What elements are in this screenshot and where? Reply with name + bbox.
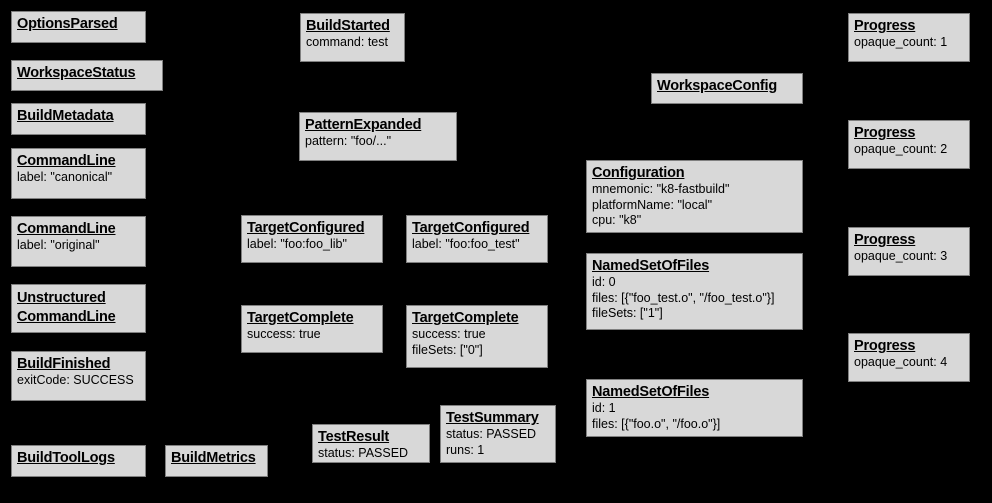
node-title: BuildStarted xyxy=(306,18,390,34)
node-fields: success: true xyxy=(247,327,377,343)
node-fields: status: PASSED xyxy=(318,446,424,462)
node-workspace-status[interactable]: WorkspaceStatus xyxy=(11,60,163,91)
node-field: fileSets: ["1"] xyxy=(592,306,663,320)
node-fields: label: "foo:foo_lib" xyxy=(247,237,377,253)
node-title: TargetConfigured xyxy=(412,220,530,236)
node-field: id: 0 xyxy=(592,275,616,289)
node-title: TargetConfigured xyxy=(247,220,365,236)
node-title: Progress xyxy=(854,232,916,248)
node-field: fileSets: ["0"] xyxy=(412,342,483,357)
node-fields: mnemonic: "k8-fastbuild"platformName: "l… xyxy=(592,182,797,229)
node-field: runs: 1 xyxy=(446,442,485,457)
node-build-metrics[interactable]: BuildMetrics xyxy=(165,445,268,477)
node-fields: label: "canonical" xyxy=(17,170,140,186)
node-title: BuildMetrics xyxy=(171,450,256,466)
node-title: WorkspaceConfig xyxy=(657,78,778,94)
node-workspace-config[interactable]: WorkspaceConfig xyxy=(651,73,803,104)
node-field: success: true xyxy=(412,327,486,341)
node-field: label: "original" xyxy=(17,238,100,252)
node-title: TargetComplete xyxy=(247,310,354,326)
node-unstructured-command-line[interactable]: Unstructured CommandLine xyxy=(11,284,146,333)
node-field: label: "foo:foo_test" xyxy=(412,237,520,251)
node-fields: opaque_count: 2 xyxy=(854,142,964,158)
node-title: OptionsParsed xyxy=(17,16,118,32)
node-options-parsed[interactable]: OptionsParsed xyxy=(11,11,146,43)
node-field: exitCode: SUCCESS xyxy=(17,373,134,387)
node-title: Configuration xyxy=(592,165,685,181)
node-title: PatternExpanded xyxy=(305,117,422,133)
node-title: WorkspaceStatus xyxy=(17,65,136,81)
node-fields: exitCode: SUCCESS xyxy=(17,373,140,389)
node-field: label: "canonical" xyxy=(17,170,113,184)
node-field: mnemonic: "k8-fastbuild" xyxy=(592,182,730,196)
node-field: id: 1 xyxy=(592,401,616,415)
node-fields: label: "foo:foo_test" xyxy=(412,237,542,253)
node-fields: opaque_count: 4 xyxy=(854,355,964,371)
node-title: CommandLine xyxy=(17,153,116,169)
node-fields: pattern: "foo/..." xyxy=(305,134,451,150)
node-fields: label: "original" xyxy=(17,238,140,254)
node-field: opaque_count: 3 xyxy=(854,249,948,263)
node-title: TestResult xyxy=(318,429,390,445)
node-field: cpu: "k8" xyxy=(592,213,642,227)
node-field: command: test xyxy=(306,35,388,49)
node-title: NamedSetOfFiles xyxy=(592,258,710,274)
node-title: Unstructured CommandLine xyxy=(17,290,116,325)
node-fields: opaque_count: 3 xyxy=(854,249,964,265)
node-fields: command: test xyxy=(306,35,399,51)
node-title: BuildMetadata xyxy=(17,108,114,124)
node-title: Progress xyxy=(854,18,916,34)
node-field: opaque_count: 2 xyxy=(854,142,948,156)
node-field: files: [{"foo.o", "/foo.o"}] xyxy=(592,416,721,431)
node-title: BuildFinished xyxy=(17,356,111,372)
node-title: TargetComplete xyxy=(412,310,519,326)
node-title: CommandLine xyxy=(17,221,116,237)
node-title: BuildToolLogs xyxy=(17,450,115,466)
node-field: status: PASSED xyxy=(446,427,537,441)
node-title: TestSummary xyxy=(446,410,539,426)
node-title: NamedSetOfFiles xyxy=(592,384,710,400)
node-field: label: "foo:foo_lib" xyxy=(247,237,347,251)
node-field: opaque_count: 1 xyxy=(854,35,948,49)
node-field: success: true xyxy=(247,327,321,341)
node-build-metadata[interactable]: BuildMetadata xyxy=(11,103,146,135)
node-field: platformName: "local" xyxy=(592,197,713,212)
node-field: pattern: "foo/..." xyxy=(305,134,392,148)
node-field: opaque_count: 4 xyxy=(854,355,948,369)
node-field: status: PASSED xyxy=(318,446,409,460)
node-title: Progress xyxy=(854,125,916,141)
node-field: files: [{"foo_test.o", "/foo_test.o"}] xyxy=(592,290,775,305)
node-build-tool-logs[interactable]: BuildToolLogs xyxy=(11,445,146,477)
node-fields: opaque_count: 1 xyxy=(854,35,964,51)
node-title: Progress xyxy=(854,338,916,354)
